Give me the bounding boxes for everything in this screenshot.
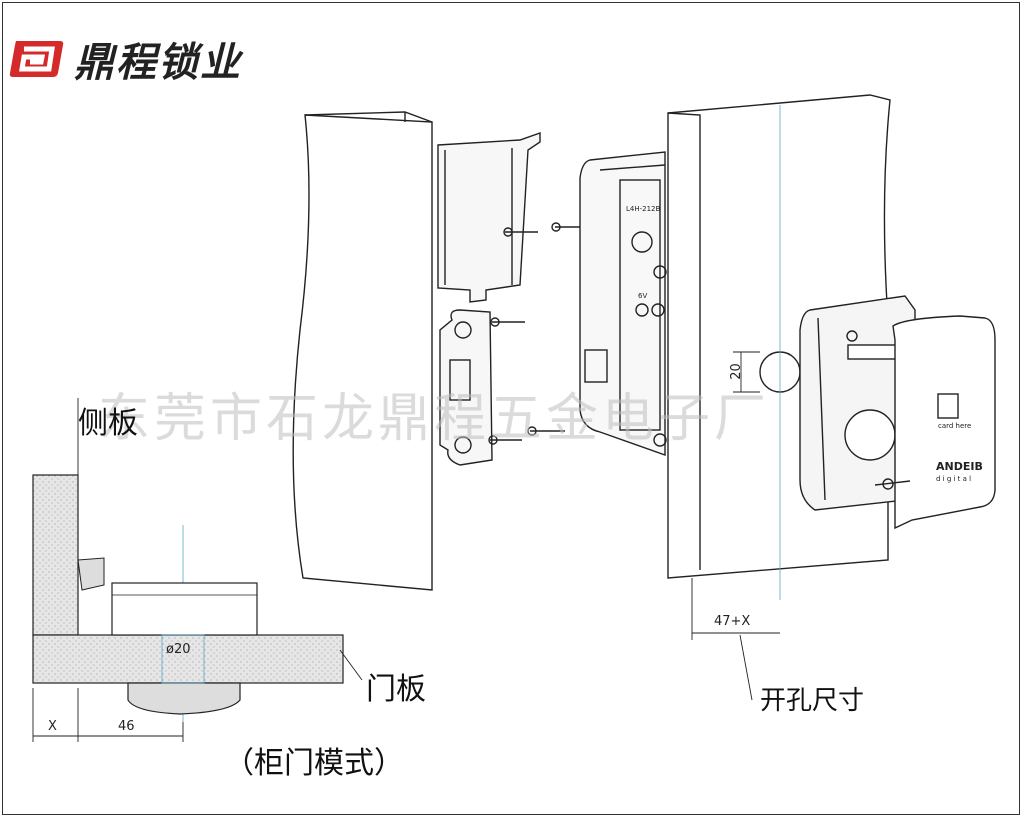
- dimension-lines: [32, 351, 780, 742]
- dim-46: 46: [118, 719, 135, 734]
- watermark: 东莞市石龙鼎程五金电子厂: [98, 389, 771, 449]
- logo-brand-text: 鼎程锁业: [74, 40, 242, 86]
- lock-body-back: [579, 151, 667, 456]
- company-logo: 鼎程锁业: [8, 30, 242, 88]
- logo-mark-icon: [9, 41, 64, 77]
- device-brand-text: ANDEIB: [936, 460, 983, 473]
- device-digital-text: d i g i t a l: [936, 475, 972, 483]
- left-door-panel: [292, 111, 433, 591]
- cabinet-section: [32, 474, 344, 715]
- cabinet-mode-label: （柜门模式）: [224, 746, 404, 781]
- dim-x: X: [48, 719, 57, 734]
- part-number-text: L4H-212B: [626, 205, 661, 213]
- strike-bracket: [437, 132, 541, 466]
- door-panel-label: 门板: [366, 672, 426, 707]
- card-here-text: card here: [938, 422, 972, 430]
- dim-offset: 47+X: [714, 614, 751, 629]
- front-lock-unit: [799, 295, 996, 530]
- screws-left: [488, 222, 580, 445]
- side-panel-label: 侧板: [78, 406, 138, 441]
- dim-diameter: ø20: [166, 642, 191, 657]
- voltage-text: 6V: [638, 292, 648, 300]
- hole-size-label: 开孔尺寸: [760, 686, 865, 716]
- dim-hole-20: 20: [728, 363, 744, 380]
